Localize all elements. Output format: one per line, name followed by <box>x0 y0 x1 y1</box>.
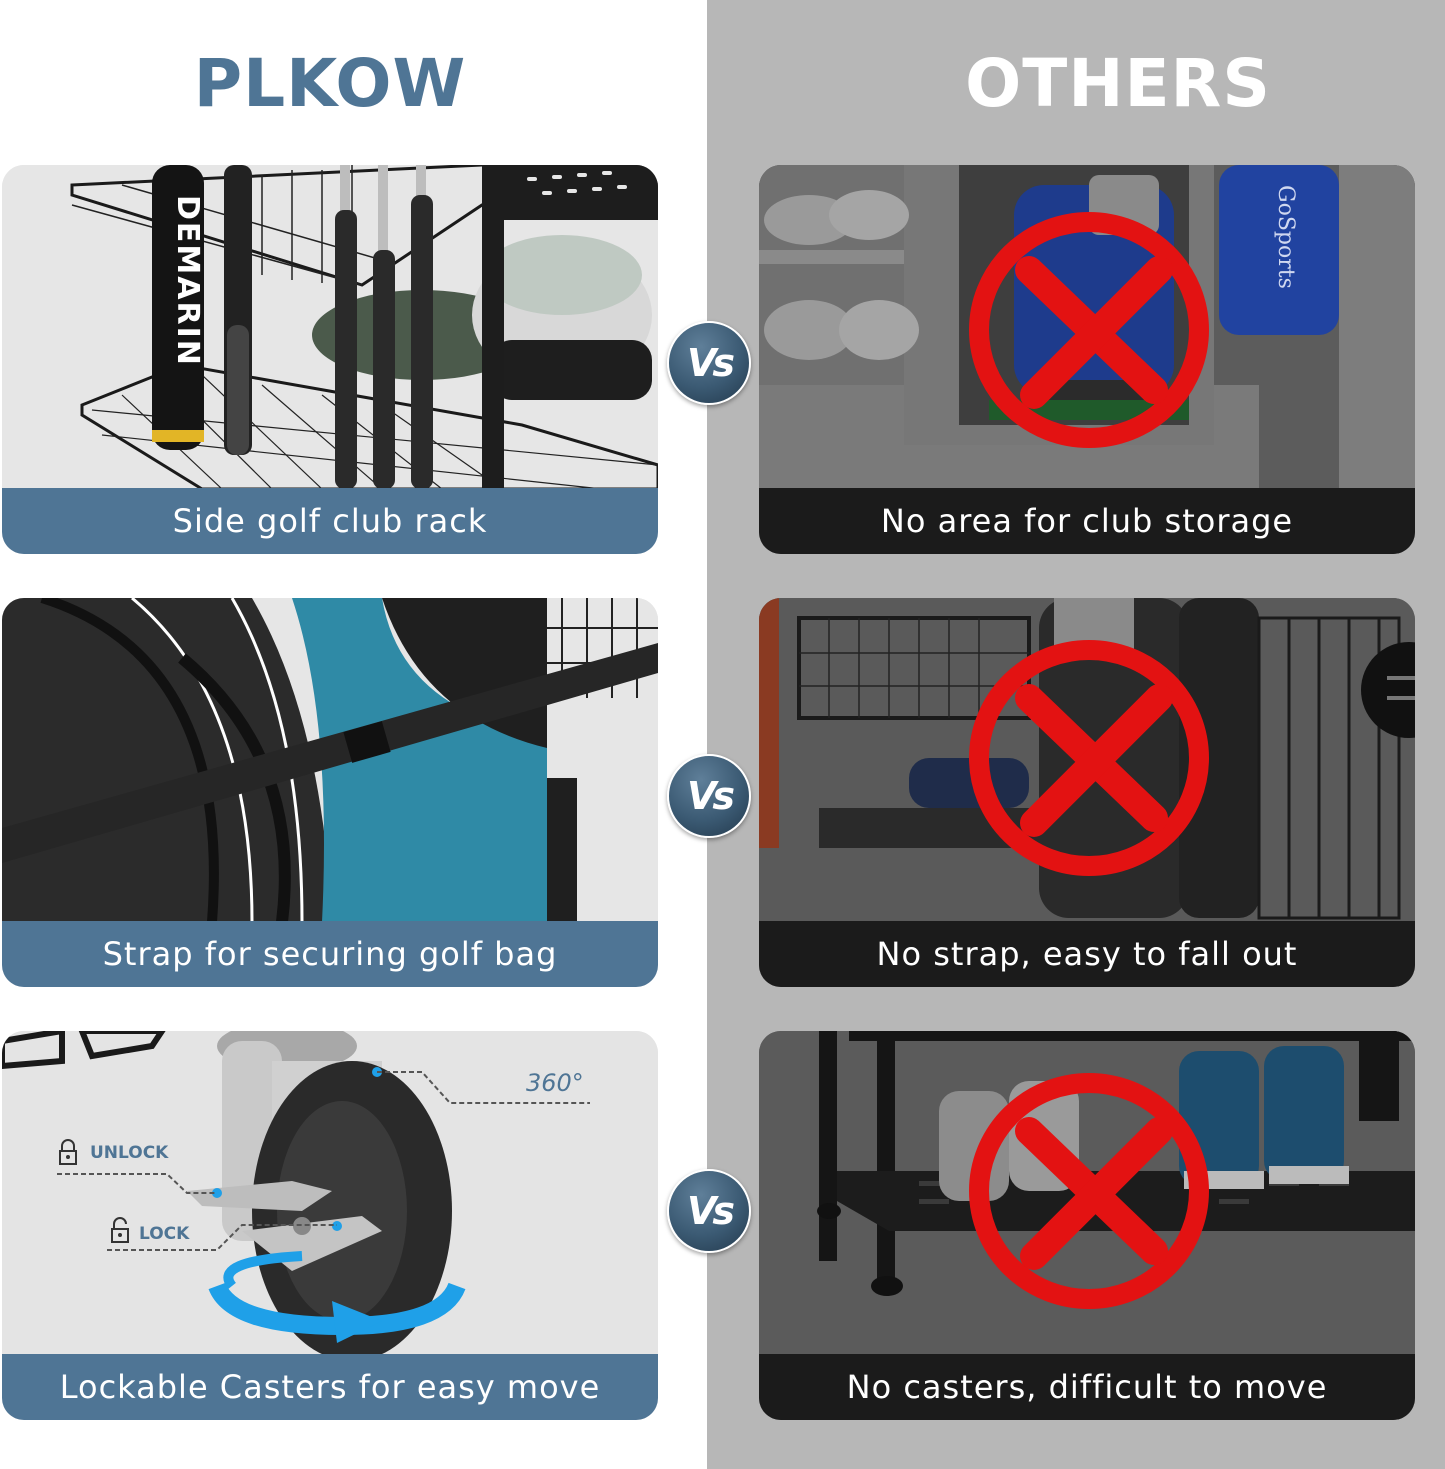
lock-padlock-icon <box>111 1217 129 1243</box>
unlock-label: UNLOCK <box>90 1143 169 1163</box>
red-x-circle-icon <box>969 1073 1209 1309</box>
plkow-caption-strap: Strap for securing golf bag <box>2 921 658 987</box>
others-card-no-casters: No casters, difficult to move <box>759 1031 1415 1420</box>
red-x-circle-icon <box>969 640 1209 876</box>
plkow-card-casters: 360° UNLOCK LOCK Lockable Casters for ea… <box>2 1031 658 1420</box>
others-caption-club-storage: No area for club storage <box>759 488 1415 554</box>
vs-badge-3: Vs <box>667 1169 751 1253</box>
cart-rack-with-golf-bag-photo <box>759 598 1415 922</box>
others-card-no-strap: No strap, easy to fall out <box>759 598 1415 987</box>
red-x-circle-icon <box>969 212 1209 448</box>
golf-club-rack-photo: DEMARIN <box>2 165 658 489</box>
plkow-heading: PLKOW <box>193 45 467 122</box>
unlock-padlock-icon <box>59 1139 77 1165</box>
svg-text:DEMARIN: DEMARIN <box>170 195 205 367</box>
plkow-caption-club-rack: Side golf club rack <box>2 488 658 554</box>
others-caption-no-casters: No casters, difficult to move <box>759 1354 1415 1420</box>
caster-wheel-photo: 360° UNLOCK LOCK <box>2 1031 658 1355</box>
plkow-card-strap: Strap for securing golf bag <box>2 598 658 987</box>
golf-bag-strap-photo <box>2 598 658 922</box>
plkow-caption-casters: Lockable Casters for easy move <box>2 1354 658 1420</box>
plkow-card-club-rack: DEMARIN Side golf club rack <box>2 165 658 554</box>
svg-text:GoSports: GoSports <box>1273 185 1298 289</box>
lock-label: LOCK <box>139 1224 190 1244</box>
others-caption-no-strap: No strap, easy to fall out <box>759 921 1415 987</box>
others-heading: OTHERS <box>965 45 1271 122</box>
wooden-cubby-with-golf-bag-photo: GoSports <box>759 165 1415 489</box>
shoe-rack-with-feet-photo <box>759 1031 1415 1355</box>
rotation-label: 360° <box>526 1069 584 1097</box>
vs-badge-2: Vs <box>667 754 751 838</box>
vs-badge-1: Vs <box>667 321 751 405</box>
others-card-club-storage: GoSports No area for club storage <box>759 165 1415 554</box>
